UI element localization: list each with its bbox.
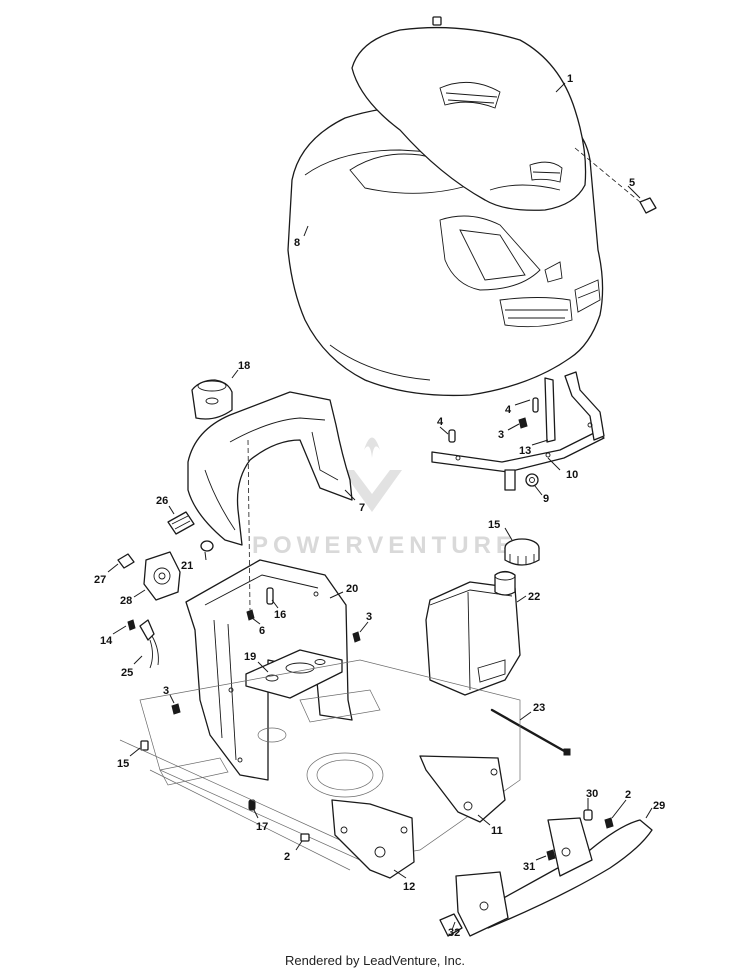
part-30-spacer bbox=[583, 809, 593, 821]
part-18-cover bbox=[191, 379, 233, 420]
callout-10: 10 bbox=[566, 469, 578, 481]
callout-15: 15 bbox=[117, 758, 129, 770]
part-27-key bbox=[117, 553, 135, 569]
part-4-pin-a bbox=[532, 397, 539, 413]
callout-3: 3 bbox=[498, 429, 504, 441]
callout-7: 7 bbox=[359, 502, 365, 514]
callout-22: 22 bbox=[528, 591, 540, 603]
part-3-screw-upper bbox=[518, 417, 528, 429]
part-2-bolt-lower bbox=[300, 833, 310, 842]
part-4-pin-b bbox=[448, 429, 456, 443]
part-15-bolt bbox=[140, 740, 149, 751]
watermark-logo bbox=[342, 437, 402, 512]
callout-8: 8 bbox=[294, 237, 300, 249]
callout-26: 26 bbox=[156, 495, 168, 507]
part-23-tie bbox=[490, 708, 571, 756]
callout-3: 3 bbox=[366, 611, 372, 623]
callout-6: 6 bbox=[259, 625, 265, 637]
part-12-bracket bbox=[331, 799, 415, 879]
callout-31: 31 bbox=[523, 861, 535, 873]
callout-3: 3 bbox=[163, 685, 169, 697]
callout-4: 4 bbox=[505, 404, 512, 416]
callout-4: 4 bbox=[437, 416, 444, 428]
leader-lines bbox=[107, 82, 653, 931]
part-16-bolt bbox=[266, 587, 274, 605]
part-22-fuel-tank bbox=[425, 570, 521, 696]
callout-23: 23 bbox=[533, 702, 545, 714]
footer-credit: Rendered by LeadVenture, Inc. bbox=[285, 953, 465, 968]
part-14-screw bbox=[127, 619, 136, 631]
part-19-plate bbox=[245, 649, 343, 699]
part-32-cap bbox=[439, 913, 463, 937]
part-29-bumper bbox=[455, 817, 653, 937]
callout-labels: 1 5 8 18 4 3 13 4 10 9 7 26 21 15 27 28 … bbox=[94, 73, 665, 939]
callout-12: 12 bbox=[403, 881, 415, 893]
callout-28: 28 bbox=[120, 595, 132, 607]
callout-17: 17 bbox=[256, 821, 268, 833]
callout-2: 2 bbox=[284, 851, 290, 863]
part-28-ignition bbox=[143, 551, 181, 601]
part-9-nut bbox=[525, 473, 539, 487]
callout-18: 18 bbox=[238, 360, 250, 372]
part-15-fuel-cap bbox=[504, 538, 540, 566]
part-5-bolt bbox=[574, 147, 657, 214]
callout-30: 30 bbox=[586, 788, 598, 800]
callout-21: 21 bbox=[181, 560, 193, 572]
part-21-grommet bbox=[200, 540, 214, 552]
callout-9: 9 bbox=[543, 493, 549, 505]
part-2-bolt-right bbox=[604, 817, 614, 829]
callout-5: 5 bbox=[629, 177, 635, 189]
callout-16: 16 bbox=[274, 609, 286, 621]
part-31-nut bbox=[546, 849, 556, 861]
callout-2: 2 bbox=[625, 789, 631, 801]
watermark: POWERVENTURE bbox=[252, 437, 517, 559]
hood-cover bbox=[351, 16, 587, 211]
callout-29: 29 bbox=[653, 800, 665, 812]
callout-27: 27 bbox=[94, 574, 106, 586]
part-3-screw-mid bbox=[352, 631, 361, 643]
callout-25: 25 bbox=[121, 667, 133, 679]
part-26-switch bbox=[167, 511, 195, 535]
callout-15: 15 bbox=[488, 519, 500, 531]
part-10-hinge-bracket bbox=[431, 371, 605, 491]
part-25-harness bbox=[139, 619, 159, 669]
watermark-text: POWERVENTURE bbox=[252, 532, 517, 559]
part-3-screw-left bbox=[171, 703, 181, 715]
callout-13: 13 bbox=[519, 445, 531, 457]
part-11-bracket bbox=[419, 755, 506, 823]
callout-19: 19 bbox=[244, 651, 256, 663]
callout-11: 11 bbox=[491, 825, 503, 837]
callout-1: 1 bbox=[567, 73, 573, 85]
part-6-screw bbox=[246, 609, 255, 621]
callout-14: 14 bbox=[100, 635, 113, 647]
callout-32: 32 bbox=[448, 927, 460, 939]
part-7-dash bbox=[187, 391, 353, 546]
callout-20: 20 bbox=[346, 583, 358, 595]
part-17-pin bbox=[248, 799, 256, 811]
